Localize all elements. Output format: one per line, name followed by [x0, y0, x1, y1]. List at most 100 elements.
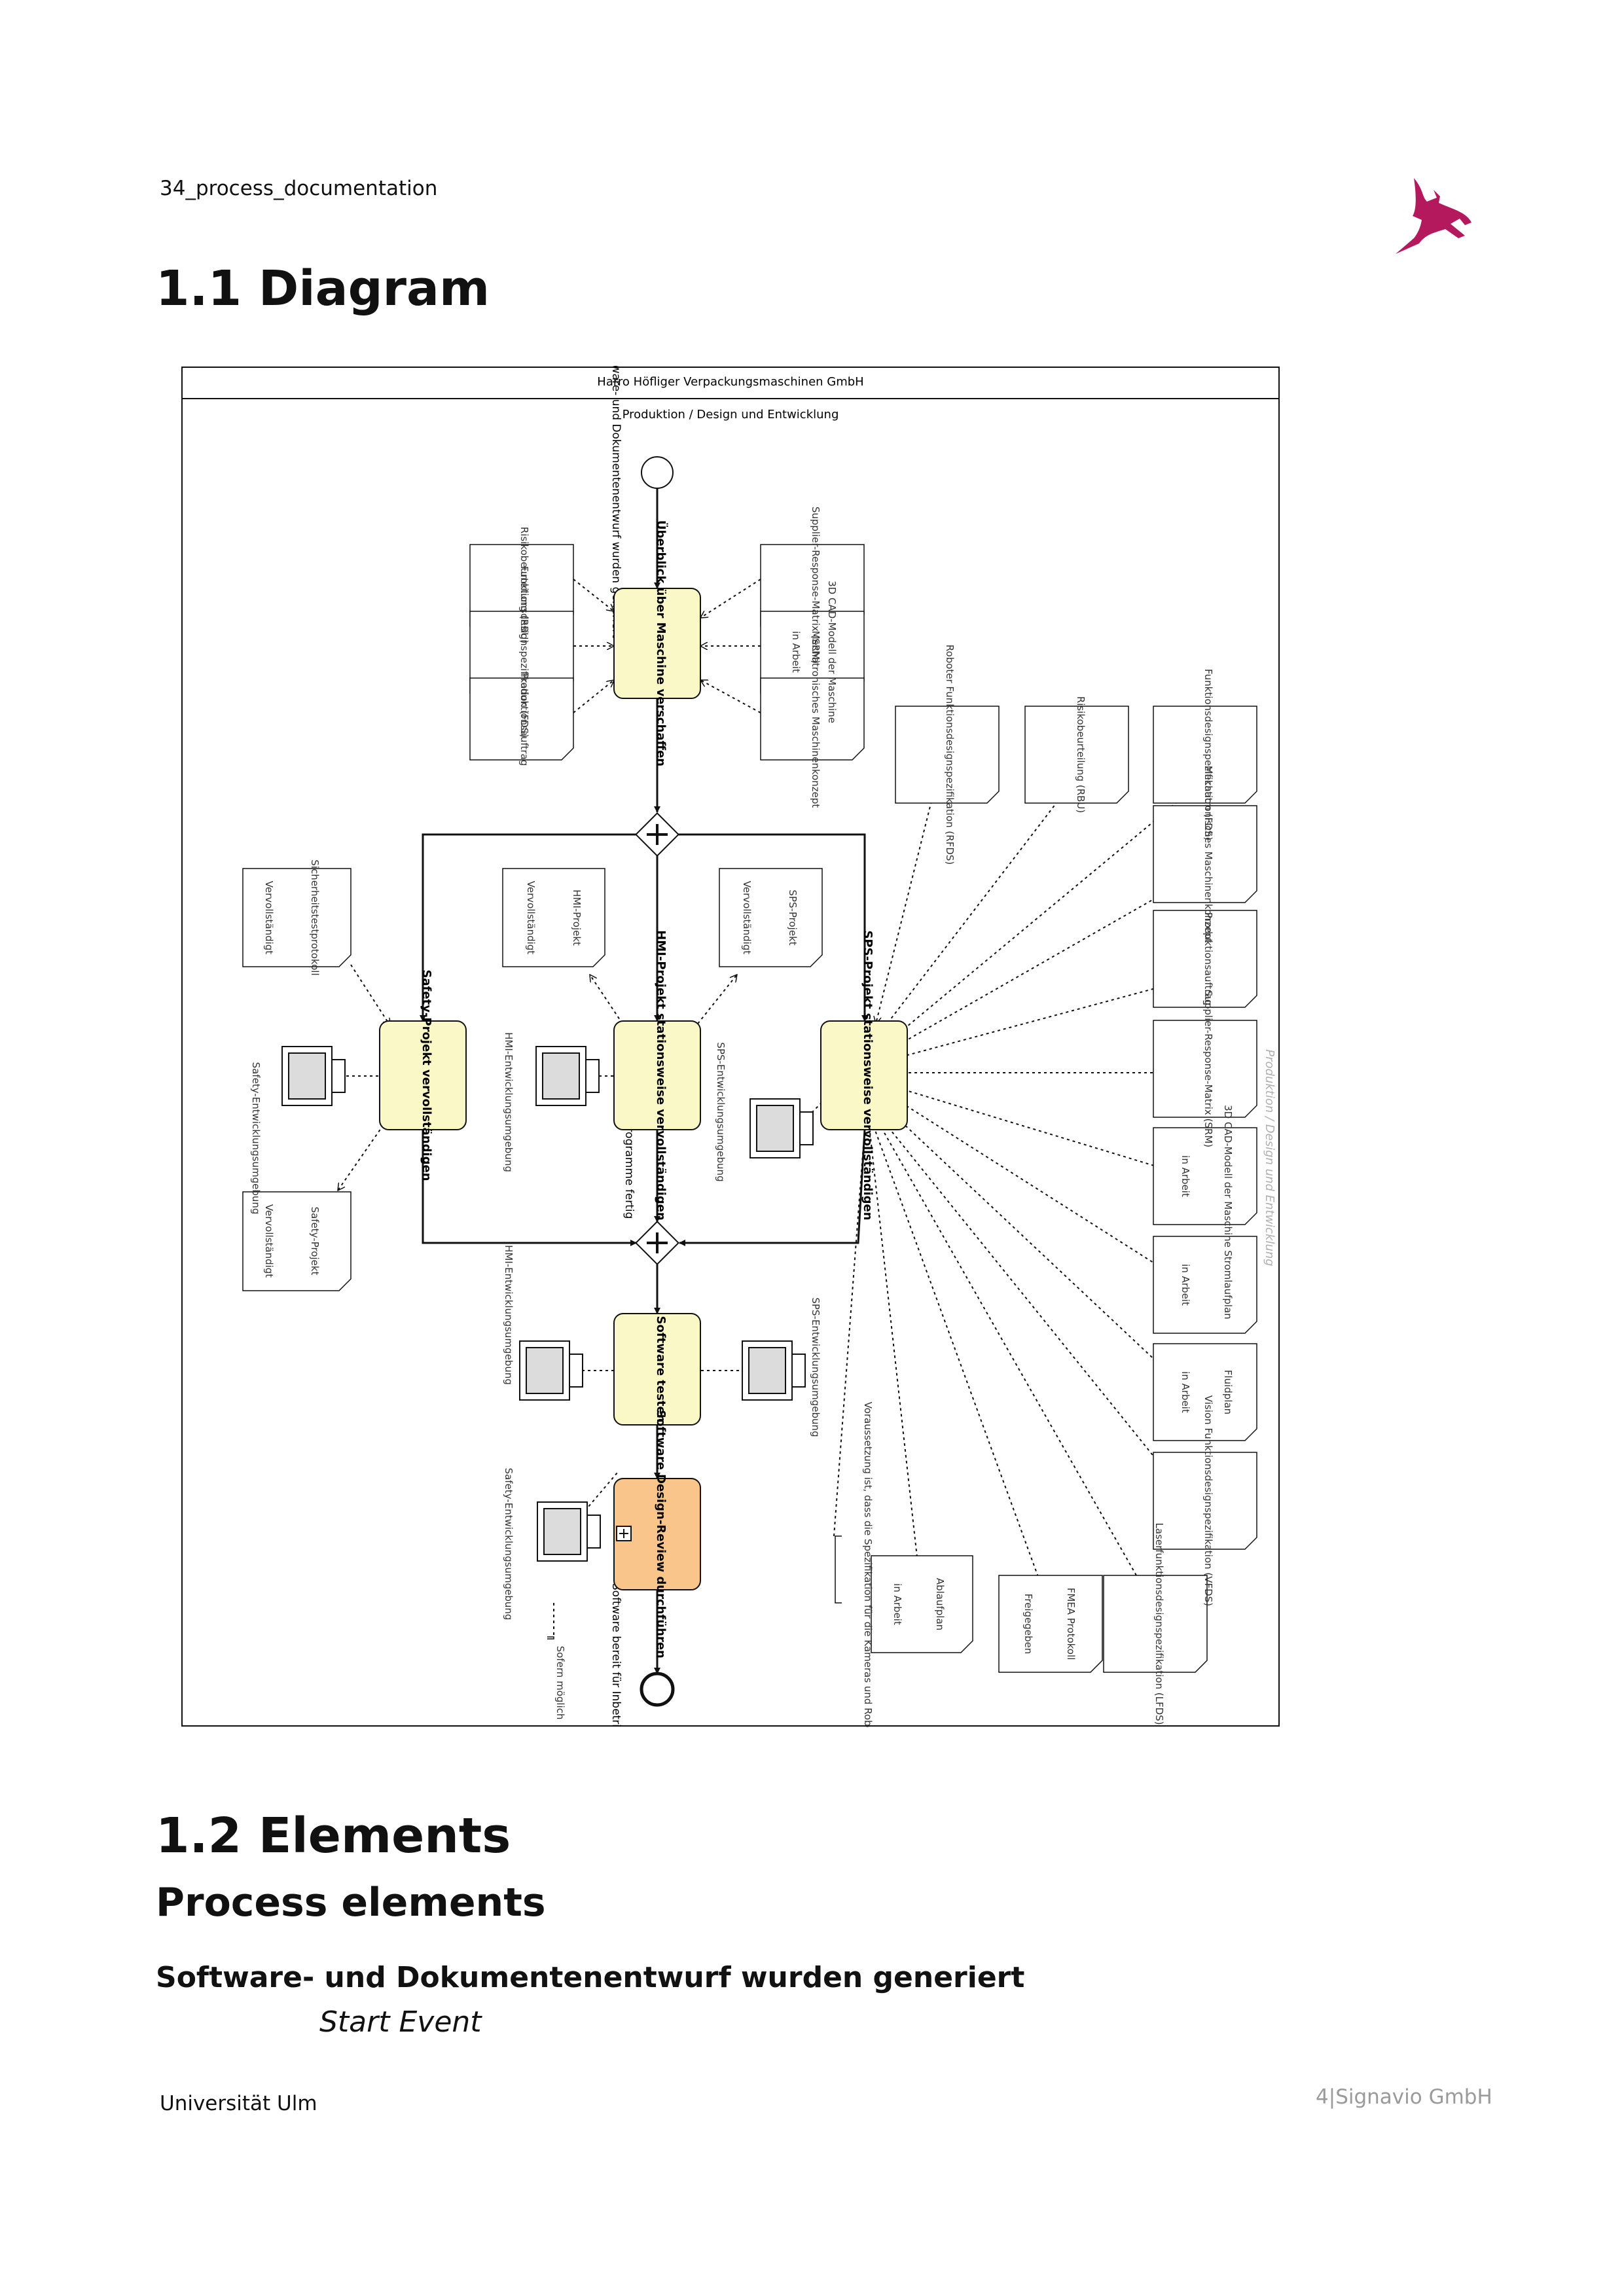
task-hmi-label: HMI-Projekt stationsweise vervollständig…	[654, 930, 668, 1221]
doc-fluid-state: in Arbeit	[1180, 1371, 1191, 1413]
doc-strom	[1153, 1236, 1257, 1334]
doc-sps-label: SPS-Projekt	[787, 889, 799, 945]
page-number: 4	[1316, 2085, 1329, 2109]
section-heading-elements: 1.2 Elements	[156, 1808, 511, 1864]
doc-hmi-label: HMI-Projekt	[571, 889, 583, 946]
computer-icon	[535, 1046, 600, 1106]
doc-sicherheit-label: Sicherheitstestprotokoll	[309, 859, 321, 975]
doc-fluid-label: Fluidplan	[1222, 1370, 1234, 1414]
footer-company: Signavio GmbH	[1335, 2085, 1492, 2109]
system-hmi-env-label: HMI-Entwicklungsumgebung	[503, 1032, 514, 1172]
doc-ablauf-state: in Arbeit	[892, 1583, 903, 1625]
doc-safety-out	[242, 1191, 352, 1291]
computer-icon	[742, 1340, 806, 1401]
lane-watermark: Produktion / Design und Entwicklung	[1263, 1049, 1276, 1266]
doc-fds-top-label: Funktionsdesignspezifikation (FDS)	[518, 566, 530, 738]
doc-safety-out-state: Vervollständigt	[263, 1204, 275, 1278]
system-safety-env-label: Safety-Entwicklungsumgebung	[250, 1062, 262, 1215]
doc-fds-right	[1153, 706, 1257, 804]
doc-strom-label: Stromlaufplan	[1222, 1250, 1234, 1319]
end-event-label: Software bereit für Inbetriebnahme	[609, 1583, 623, 1727]
task-test: Software testen	[613, 1313, 701, 1426]
task-review: Software Design-Review durchführen	[613, 1410, 701, 1659]
computer-icon	[537, 1501, 601, 1562]
doc-rbu-top-label: Risikobeurteilung (RBU)	[518, 527, 530, 643]
doc-cad-right-label: 3D CAD-Modell der Maschine	[1222, 1105, 1234, 1247]
computer-icon	[749, 1098, 814, 1158]
subsection-heading-process-elements: Process elements	[156, 1880, 546, 1926]
doc-strom-state: in Arbeit	[1180, 1264, 1191, 1306]
task-review-label: Software Design-Review durchführen	[654, 1410, 668, 1659]
doc-pauftrag-top-label: Produktionsauftrag	[518, 673, 530, 766]
task-overview-label: Überblick über Maschine verschaffen	[654, 520, 668, 766]
task-hmi: HMI-Projekt stationsweise vervollständig…	[613, 930, 701, 1221]
start-event	[641, 456, 674, 489]
start-event-label: Software- und Dokumentenentwurf wurden g…	[609, 366, 623, 638]
parallel-split-gateway	[635, 812, 679, 857]
footer-page-info: 4|Signavio GmbH	[1316, 2085, 1492, 2109]
doc-cad-top-state: in Arbeit	[790, 631, 802, 673]
doc-ablauf	[871, 1555, 973, 1653]
element-name: Software- und Dokumentenentwurf wurden g…	[156, 1961, 1025, 1994]
task-safety: Safety-Projekt vervollständigen	[379, 969, 467, 1181]
gazelle-logo-icon	[1396, 178, 1471, 254]
doc-hmi-state: Vervollständigt	[525, 881, 537, 954]
doc-ablauf-label: Ablaufplan	[934, 1578, 946, 1630]
doc-mech-right-label: Mechatronisches Maschinenkonzept	[1202, 766, 1214, 943]
doc-safety-out-label: Safety-Projekt	[309, 1207, 321, 1276]
system-sps-env-test-label: SPS-Entwicklungsumgebung	[810, 1297, 821, 1437]
document-name: 34_process_documentation	[160, 177, 438, 200]
system-hmi-env-test-label: HMI-Entwicklungsumgebung	[503, 1245, 514, 1385]
doc-hmi	[502, 868, 605, 967]
system-sps-env-label: SPS-Entwicklungsumgebung	[715, 1042, 727, 1181]
doc-pauftrag-right	[1153, 910, 1257, 1008]
annotation-robot: Voraussetzung ist, dass die Spezifikatio…	[862, 1402, 874, 1727]
doc-srm-right-label: Supplier-Response-Matrix (SRM)	[1202, 990, 1214, 1147]
doc-sps	[719, 868, 823, 967]
doc-fmea-state: Freigegeben	[1022, 1594, 1034, 1655]
doc-cad-right-state: in Arbeit	[1180, 1155, 1191, 1197]
element-type: Start Event	[319, 2005, 482, 2039]
doc-cad-right	[1153, 1127, 1257, 1225]
footer-university: Universität Ulm	[160, 2092, 317, 2115]
doc-cad-top-label: 3D CAD-Modell der Maschine	[826, 581, 838, 723]
computer-icon	[519, 1340, 583, 1401]
doc-pauftrag-right-label: Produktionsauftrag	[1202, 912, 1214, 1006]
lane-label: Produktion / Design und Entwicklung	[623, 408, 839, 422]
annotation-bracket	[835, 1535, 842, 1604]
doc-rfds-label: Roboter Funktionsdesignspezifikation (RF…	[944, 645, 956, 865]
doc-mech-right	[1153, 805, 1257, 903]
doc-fmea-label: FMEA Protokoll	[1065, 1588, 1077, 1660]
doc-srm-top-label: Supplier-Response-Matrix (SRM)	[810, 507, 821, 664]
doc-pauftrag-top	[469, 677, 574, 761]
task-overview: Überblick über Maschine verschaffen	[613, 520, 701, 766]
end-event	[640, 1672, 675, 1707]
pool-label: Harro Höfliger Verpackungsmaschinen GmbH	[597, 375, 863, 389]
computer-icon	[281, 1046, 346, 1106]
doc-rfds	[895, 706, 1000, 804]
pool	[181, 367, 1280, 1727]
doc-fluid	[1153, 1343, 1257, 1441]
task-sps-label: SPS-Projekt stationsweise vervollständig…	[861, 930, 875, 1220]
doc-mech-top-label: Mechatronisches Maschinenkonzept	[810, 631, 821, 808]
doc-rbu-right	[1024, 706, 1129, 804]
doc-vfds	[1153, 1452, 1257, 1550]
doc-sicherheit	[242, 868, 352, 967]
bpmn-diagram: Harro Höfliger Verpackungsmaschinen GmbH…	[181, 366, 1280, 1727]
task-test-label: Software testen	[654, 1316, 668, 1422]
annotation-bracket	[547, 1636, 554, 1640]
doc-vfds-label: Vision Funktionsdesignspezifikation (VFD…	[1202, 1395, 1214, 1606]
doc-lfds-label: Laserfunktionsdesignspezifikation (LFDS)	[1153, 1523, 1165, 1725]
doc-mech-top	[760, 677, 865, 761]
section-heading-diagram: 1.1 Diagram	[156, 260, 490, 317]
doc-fmea	[998, 1575, 1103, 1673]
doc-rbu-right-label: Risikobeurteilung (RBU)	[1075, 696, 1087, 813]
system-safety-env-review-label: Safety-Entwicklungsumgebung	[503, 1468, 514, 1621]
task-safety-label: Safety-Projekt vervollständigen	[420, 969, 433, 1181]
parallel-join-gateway	[635, 1221, 679, 1265]
doc-srm-right	[1153, 1020, 1257, 1118]
task-sps: SPS-Projekt stationsweise vervollständig…	[820, 930, 908, 1221]
doc-lfds	[1103, 1575, 1208, 1673]
annotation-sofern: Sofern möglich	[554, 1646, 566, 1720]
doc-sps-state: Vervollständigt	[741, 881, 753, 954]
